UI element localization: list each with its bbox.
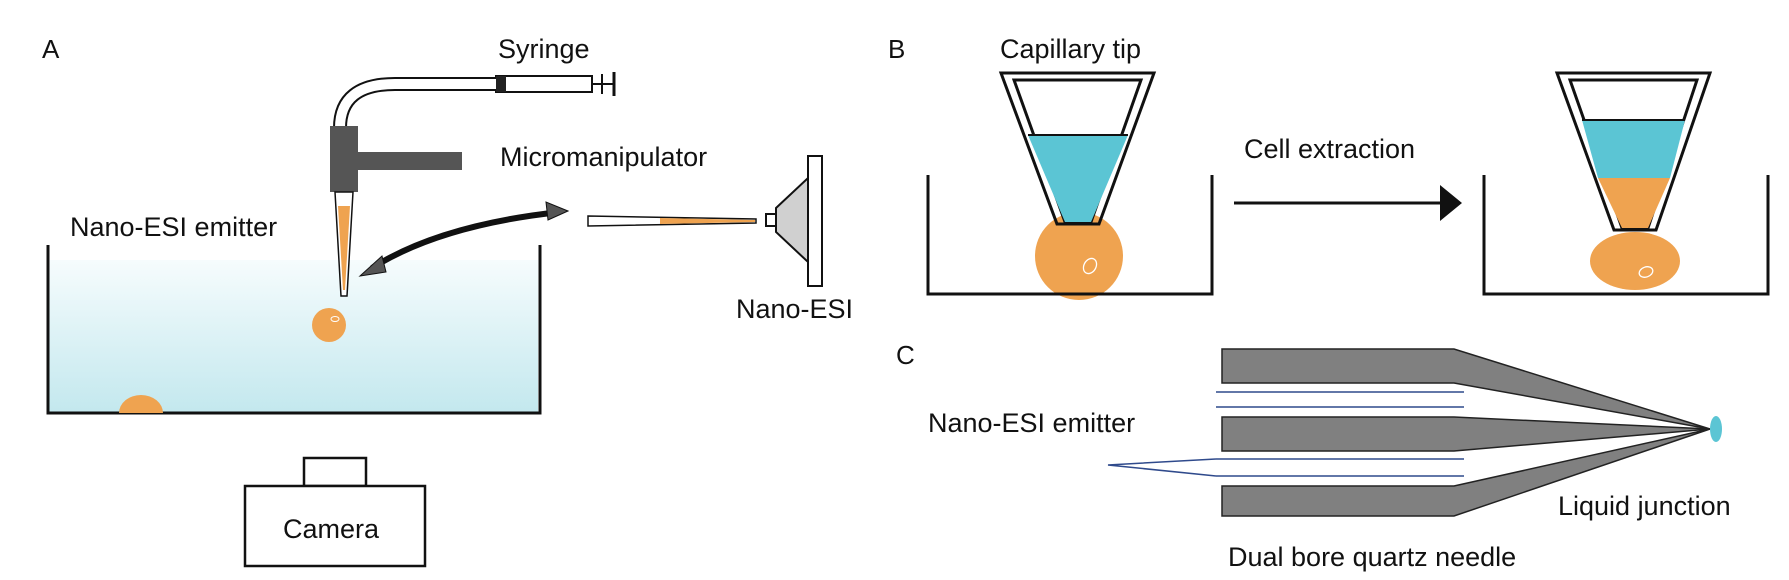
- dual-bore-needle-label: Dual bore quartz needle: [1228, 542, 1516, 572]
- syringe-label: Syringe: [498, 34, 590, 64]
- cell-nucleus: [330, 316, 340, 322]
- panel-a-label: A: [42, 34, 60, 64]
- camera-label: Camera: [283, 514, 380, 544]
- cell-after-nucleus: [1638, 266, 1654, 278]
- nano-esi-emitter-label-a: Nano-ESI emitter: [70, 212, 277, 242]
- syringe-plunger-seal: [496, 76, 506, 92]
- nano-esi-label: Nano-ESI: [736, 294, 853, 324]
- before-extraction: [926, 71, 1214, 300]
- nano-esi-emitter-capillary: [334, 191, 354, 297]
- cell-before: [1035, 212, 1123, 300]
- dish-outline: [46, 245, 542, 415]
- micromanipulator-label: Micromanipulator: [500, 142, 707, 172]
- panel-b-label: B: [888, 34, 905, 64]
- holder-block: [330, 126, 358, 192]
- liquid-after: [1582, 120, 1685, 178]
- nano-esi-emitter-label-c: Nano-ESI emitter: [928, 408, 1135, 438]
- extraction-arrow-head: [1440, 185, 1462, 221]
- cell-extraction-label: Cell extraction: [1244, 134, 1415, 164]
- panel-c-label: C: [896, 340, 915, 370]
- holder-arm: [358, 152, 462, 170]
- needle-bottom-wall: [1221, 428, 1711, 517]
- liquid-before: [1028, 135, 1128, 222]
- transfer-arrow: [370, 209, 561, 271]
- capillary-outer-before: [998, 71, 1157, 226]
- nano-esi-source: [765, 155, 823, 287]
- needle-top-wall: [1221, 348, 1711, 430]
- liquid-junction-droplet: [1710, 416, 1722, 442]
- transfer-arrow-head-right: [545, 201, 570, 221]
- camera-body: [243, 484, 427, 568]
- source-cone: [775, 175, 809, 265]
- dish-after: [1482, 175, 1770, 296]
- emitter-at-source: [587, 215, 757, 227]
- source-plate: [807, 155, 823, 287]
- cell-after: [1590, 232, 1680, 290]
- liquid-junction-label: Liquid junction: [1558, 491, 1731, 521]
- source-inlet: [765, 213, 777, 227]
- transfer-arrow-head-left: [358, 255, 387, 277]
- panel-c: C Nano-ESI emitter Liquid junction Dual …: [896, 340, 1731, 572]
- camera: [243, 456, 427, 568]
- dual-bore-needle: [1107, 348, 1722, 517]
- cell-before-nucleus: [1082, 257, 1098, 275]
- after-extraction: [1482, 71, 1770, 296]
- syringe-barrel: [495, 75, 593, 93]
- target-cell: [312, 308, 346, 342]
- culture-dish: [46, 245, 542, 415]
- needle-middle-septum: [1221, 416, 1711, 452]
- panel-b: B Capillary tip Cell extraction: [888, 34, 1770, 300]
- emitter-cell-content: [338, 206, 350, 290]
- extracted-content: [1598, 178, 1670, 228]
- camera-lens: [302, 456, 368, 488]
- emitter-horizontal-content: [660, 218, 755, 224]
- culture-medium: [48, 260, 538, 413]
- emitter-tip-outline: [1107, 458, 1217, 477]
- emitter-holder: [330, 126, 462, 192]
- adherent-cell: [119, 395, 163, 413]
- tubing: [335, 79, 496, 129]
- capillary-outer-after: [1554, 71, 1713, 232]
- panel-a: A: [42, 34, 853, 568]
- syringe: [495, 72, 616, 96]
- capillary-tip-label: Capillary tip: [1000, 34, 1141, 64]
- dish-before: [926, 175, 1214, 296]
